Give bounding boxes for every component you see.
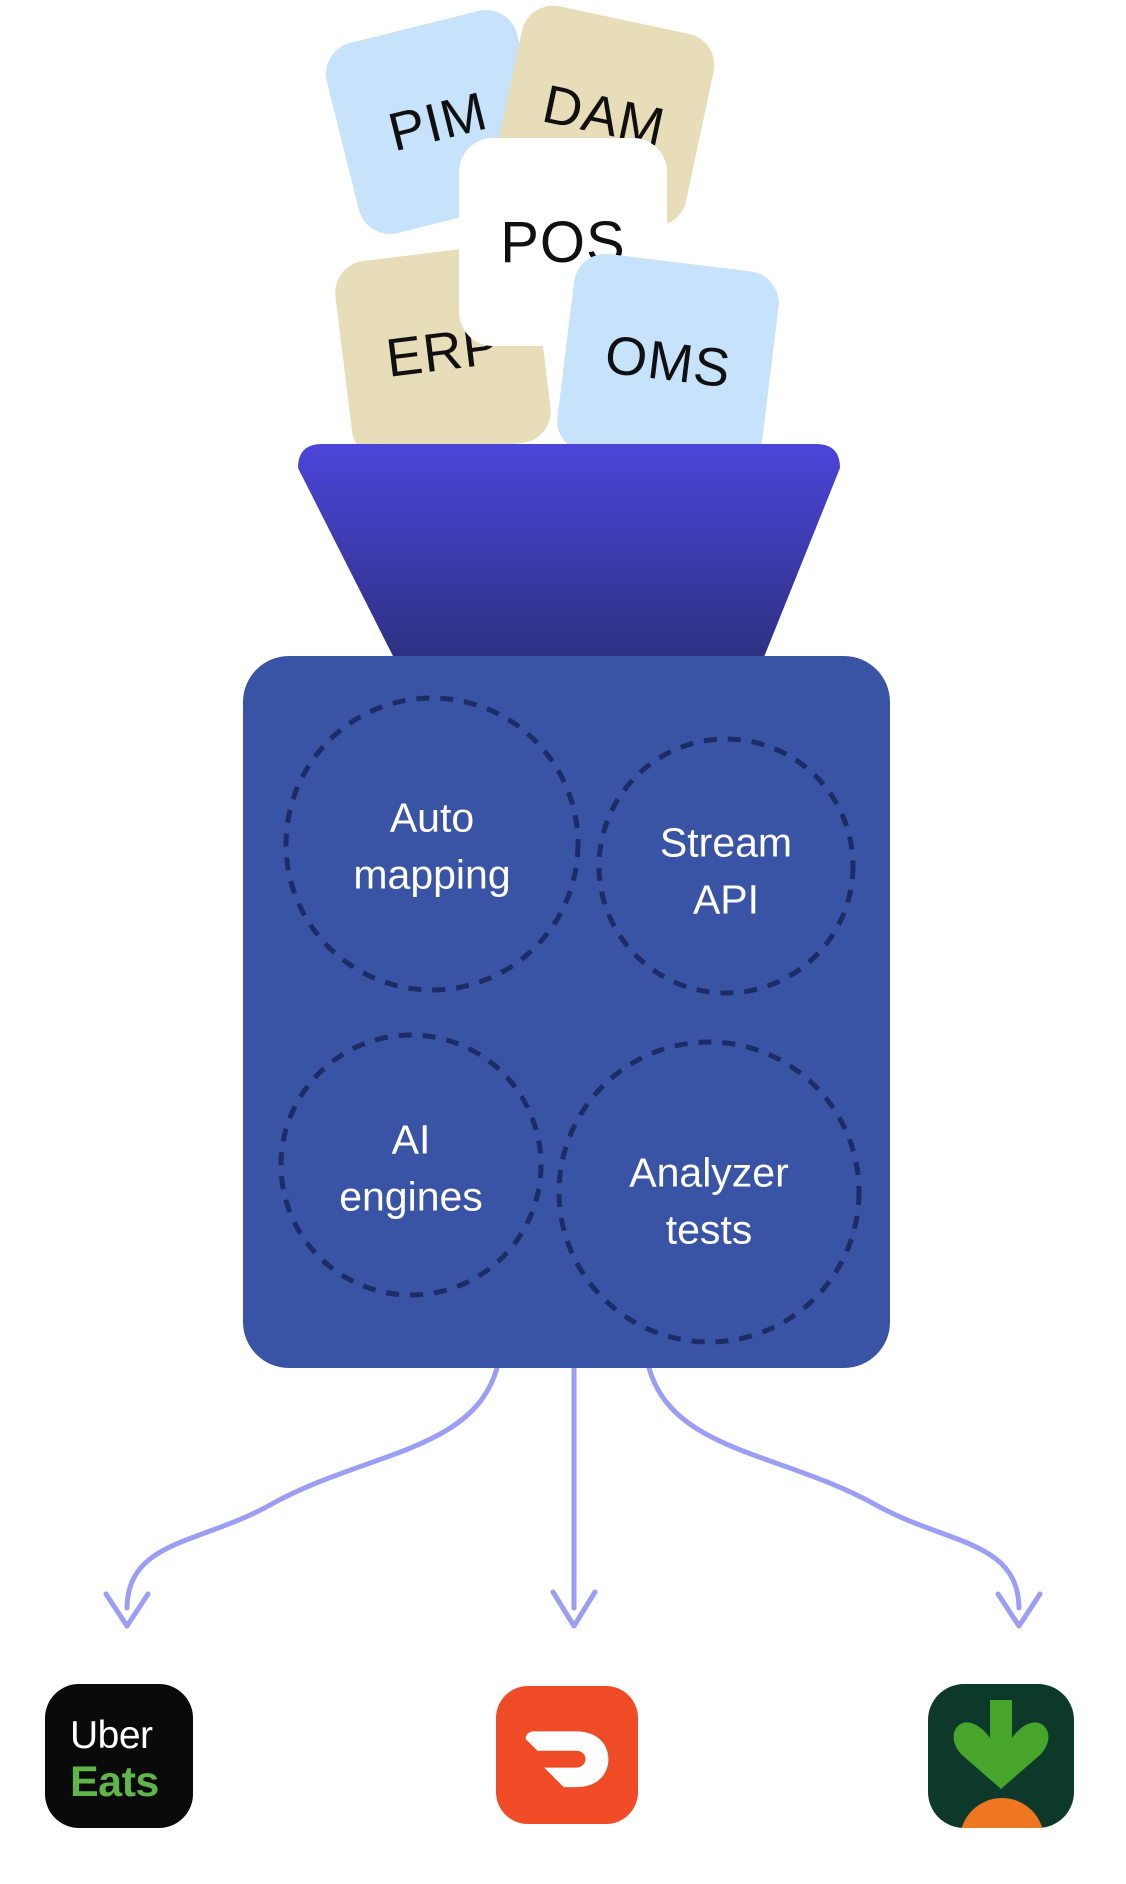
arrow-center-head-icon [550,1589,598,1629]
capability-ai-engines: AI engines [339,1111,483,1224]
arrow-right-icon [646,1365,1022,1611]
instacart-carrot-icon [953,1700,1049,1828]
arrow-right-head-icon [995,1591,1043,1629]
capability-analyzer-tests: Analyzer tests [629,1144,789,1257]
carrot-body-icon [961,1798,1043,1828]
arrow-left-head-icon [103,1591,151,1629]
instacart-logo [928,1684,1074,1828]
circle-stream-api [596,736,856,996]
funnel-shape [298,444,840,662]
doordash-d-icon [525,1731,609,1788]
carrot-leaf-arrow-icon [953,1700,1049,1789]
eats-text: Eats [70,1757,159,1806]
capability-auto-mapping: Auto mapping [353,789,510,902]
capability-line: engines [339,1173,483,1219]
circle-auto-mapping [283,695,581,993]
card-oms-label: OMS [601,324,735,400]
card-pos: POS [459,138,667,346]
uber-text: Uber [70,1714,153,1757]
doordash-logo [496,1686,638,1824]
uber-eats-wordmark: Uber Eats [70,1714,159,1806]
capability-line: Stream [659,819,793,866]
card-oms: OMS [553,250,783,474]
circle-ai-engines [278,1032,544,1298]
capability-line: Auto [389,794,475,841]
uber-eats-logo: Uber Eats [45,1684,193,1828]
capability-line: AI [391,1116,431,1163]
circle-analyzer-tests [556,1039,862,1345]
capability-line: API [692,876,760,922]
capability-line: tests [665,1206,753,1252]
engine-box: Auto mapping Stream API AI engines Analy… [243,656,890,1368]
capability-circles [278,695,862,1345]
capability-stream-api: Stream API [660,814,792,927]
capability-line: mapping [353,851,511,897]
capability-line: Analyzer [629,1149,789,1196]
arrow-left-icon [124,1365,500,1611]
